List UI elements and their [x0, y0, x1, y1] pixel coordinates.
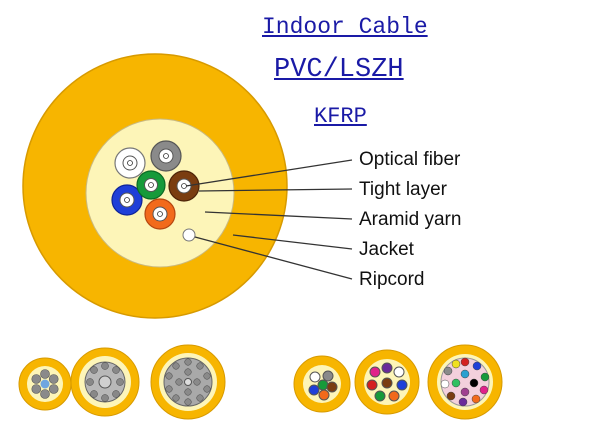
fiber-orange — [144, 198, 176, 230]
callout-tight-layer: Tight layer — [359, 179, 447, 200]
variant-cable-2 — [70, 347, 140, 417]
jacket-material-label: PVC/LSZH — [274, 55, 404, 85]
callout-ripcord: Ripcord — [359, 269, 425, 290]
callout-jacket: Jacket — [359, 239, 414, 260]
fiber-gray — [150, 140, 182, 172]
leader-lines — [185, 159, 353, 280]
fiber-blue — [111, 184, 143, 216]
variant-cable-5 — [354, 349, 420, 415]
fiber-white — [114, 147, 146, 179]
variant-cable-3 — [150, 344, 226, 420]
leader-aramid-yarn — [204, 211, 353, 220]
leader-ripcord — [194, 236, 353, 280]
cable-type-title: Indoor Cable — [262, 14, 428, 40]
leader-jacket — [232, 234, 353, 250]
fiber-brown — [168, 170, 200, 202]
leader-tight-layer — [198, 188, 353, 192]
variant-cable-4 — [293, 355, 351, 413]
ripcord — [182, 228, 196, 242]
strength-member-label: KFRP — [314, 104, 367, 129]
callout-aramid-yarn: Aramid yarn — [359, 209, 462, 230]
callout-optical-fiber: Optical fiber — [359, 149, 461, 170]
variant-cable-6 — [427, 344, 503, 420]
variant-cable-1 — [18, 357, 72, 411]
leader-optical-fiber — [185, 159, 353, 187]
fiber-green — [136, 170, 166, 200]
